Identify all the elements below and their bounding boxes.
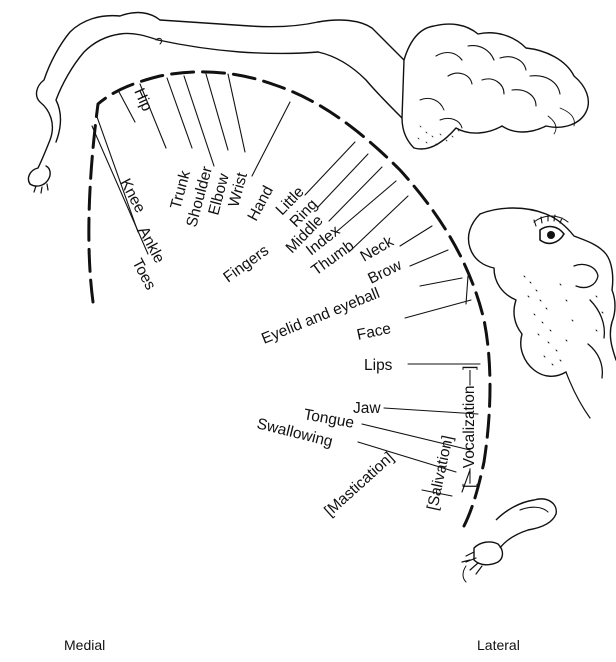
tongue-figure <box>462 499 556 582</box>
footer: Medial Lateral <box>64 637 520 653</box>
labels: Hip Trunk Shoulder Elbow Wrist Hand Knee… <box>116 86 478 520</box>
label-knee: Knee <box>116 176 148 216</box>
label-face: Face <box>355 320 392 344</box>
footer-medial: Medial <box>64 637 105 653</box>
body-figure <box>28 13 588 193</box>
label-lips: Lips <box>364 357 393 374</box>
label-hand: Hand <box>245 183 277 224</box>
label-mastication: [Mastication] <box>321 449 397 520</box>
label-jaw: Jaw <box>353 400 381 417</box>
label-fingers: Fingers <box>220 242 272 286</box>
label-hip: Hip <box>130 86 155 114</box>
label-vocalization: [—Vocalization—] <box>461 366 478 488</box>
footer-lateral: Lateral <box>477 637 520 653</box>
label-salivation: [Salivation] <box>424 434 456 512</box>
